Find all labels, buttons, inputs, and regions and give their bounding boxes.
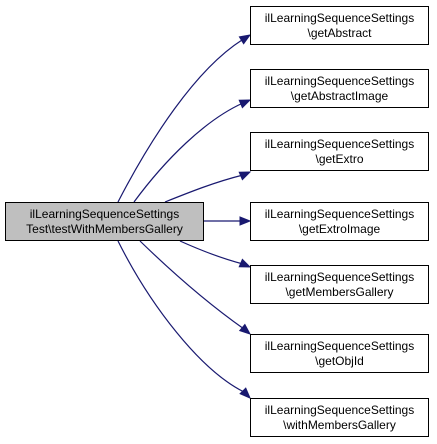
node-with-members-gallery[interactable]: ilLearningSequenceSettings \withMembersG… [250, 398, 429, 437]
node-get-extro-line2: \getExtro [315, 151, 364, 166]
edge-to-get-obj-id-tail [241, 327, 245, 330]
edge-to-get-members-gallery-tail [240, 262, 244, 265]
node-get-extro-image-line2: \getExtroImage [298, 221, 381, 236]
node-get-abstract-line2: \getAbstract [307, 25, 372, 40]
edge-to-get-abstract-image [133, 102, 244, 203]
edge-to-get-extro-image-arrowhead [239, 216, 252, 226]
edge-to-with-members-gallery-tail [242, 390, 245, 393]
node-with-members-gallery-line1: ilLearningSequenceSettings [264, 402, 415, 417]
node-get-obj-id-line2: \getObjId [315, 353, 364, 368]
node-get-abstract-line1: ilLearningSequenceSettings [264, 10, 415, 25]
edge-to-get-abstract [117, 39, 243, 203]
node-get-abstract-image-line1: ilLearningSequenceSettings [264, 73, 415, 88]
node-get-abstract[interactable]: ilLearningSequenceSettings \getAbstract [250, 6, 429, 45]
node-get-extro[interactable]: ilLearningSequenceSettings \getExtro [250, 132, 429, 171]
node-root-line2: Test\testWithMembersGallery [26, 221, 183, 236]
node-get-members-gallery[interactable]: ilLearningSequenceSettings \getMembersGa… [250, 265, 429, 304]
node-get-members-gallery-line2: \getMembersGallery [285, 284, 394, 299]
node-get-obj-id[interactable]: ilLearningSequenceSettings \getObjId [250, 334, 429, 373]
node-get-extro-image[interactable]: ilLearningSequenceSettings \getExtroImag… [250, 202, 429, 241]
edge-to-with-members-gallery [117, 240, 245, 393]
edge-to-get-extro-tail [240, 174, 244, 177]
edge-to-get-extro [164, 174, 244, 203]
node-with-members-gallery-line2: \withMembersGallery [283, 417, 396, 432]
node-get-abstract-image-line2: \getAbstractImage [290, 88, 389, 103]
edge-to-get-obj-id [139, 240, 245, 330]
node-get-extro-image-line1: ilLearningSequenceSettings [264, 206, 415, 221]
node-get-abstract-image[interactable]: ilLearningSequenceSettings \getAbstractI… [250, 69, 429, 108]
node-get-obj-id-line1: ilLearningSequenceSettings [264, 338, 415, 353]
edge-to-get-members-gallery [179, 240, 244, 265]
node-root-line1: ilLearningSequenceSettings [29, 206, 180, 221]
edge-to-get-abstract-image-tail [240, 102, 244, 105]
node-get-members-gallery-line1: ilLearningSequenceSettings [264, 269, 415, 284]
node-root[interactable]: ilLearningSequenceSettings Test\testWith… [5, 202, 204, 241]
edge-to-get-obj-id-arrowhead [238, 323, 252, 335]
edge-to-get-abstract-arrowhead [238, 34, 252, 45]
edge-to-with-members-gallery-arrowhead [239, 387, 251, 399]
node-get-extro-line1: ilLearningSequenceSettings [264, 136, 415, 151]
